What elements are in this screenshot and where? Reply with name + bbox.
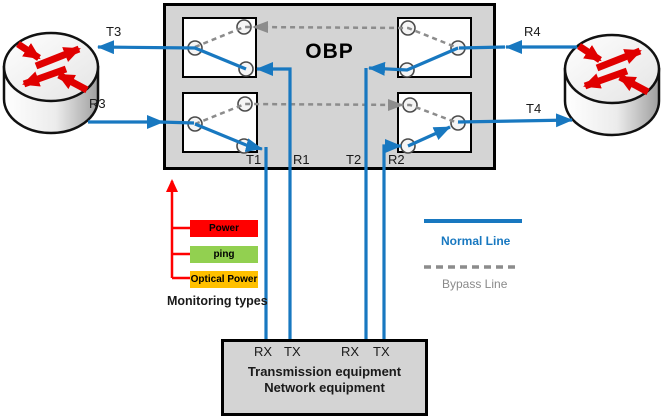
obp-title: OBP bbox=[305, 40, 354, 63]
monitoring-item-ping: ping bbox=[190, 246, 258, 263]
monitoring-item-optical-power: Optical Power bbox=[190, 271, 258, 288]
bypass-arrowhead-left bbox=[252, 21, 268, 33]
label-r1: R1 bbox=[293, 152, 310, 167]
line-t4 bbox=[457, 113, 573, 128]
bypass-line-bottom bbox=[194, 102, 459, 126]
label-r4: R4 bbox=[524, 24, 541, 39]
line-r1 bbox=[256, 62, 292, 341]
label-t4: T4 bbox=[526, 101, 542, 116]
port-circle bbox=[236, 19, 252, 35]
equip-port-rx1: RX bbox=[254, 344, 273, 359]
obp-port-circles bbox=[187, 19, 466, 154]
label-r2: R2 bbox=[388, 152, 405, 167]
monitoring-arrow bbox=[166, 179, 190, 280]
equip-port-tx2: TX bbox=[373, 344, 390, 359]
label-t1: T1 bbox=[246, 152, 262, 167]
router-icon-left bbox=[4, 33, 98, 133]
label-t2: T2 bbox=[346, 152, 362, 167]
label-r3: R3 bbox=[89, 96, 106, 111]
monitoring-item-power: Power bbox=[190, 220, 258, 237]
router-icon-right bbox=[565, 35, 659, 135]
legend-bypass-label: Bypass Line bbox=[442, 277, 508, 291]
line-t3 bbox=[97, 40, 197, 55]
normal-lines bbox=[88, 40, 577, 341]
bypass-lines bbox=[194, 25, 459, 126]
transmission-equipment-box: RX TX RX TX Transmission equipment Netwo… bbox=[221, 339, 428, 416]
line-switch-tr bbox=[368, 46, 459, 76]
monitoring-types-title: Monitoring types bbox=[167, 294, 268, 308]
equip-title-line2: Network equipment bbox=[264, 380, 385, 395]
line-r4-b bbox=[458, 45, 506, 50]
bypass-line-top bbox=[194, 25, 459, 50]
line-r2 bbox=[382, 139, 402, 341]
line-switch-bl bbox=[194, 122, 263, 152]
port-circle bbox=[237, 96, 253, 112]
bypass-arrowhead-right bbox=[388, 99, 404, 111]
equip-title-line1: Transmission equipment bbox=[247, 364, 402, 379]
equip-port-tx1: TX bbox=[284, 344, 301, 359]
line-switch-br bbox=[407, 125, 451, 148]
line-switch-tl bbox=[194, 46, 247, 71]
label-t3: T3 bbox=[106, 24, 122, 39]
line-r3-b bbox=[159, 120, 195, 125]
equip-port-rx2: RX bbox=[341, 344, 360, 359]
legend-normal-label: Normal Line bbox=[441, 234, 511, 248]
